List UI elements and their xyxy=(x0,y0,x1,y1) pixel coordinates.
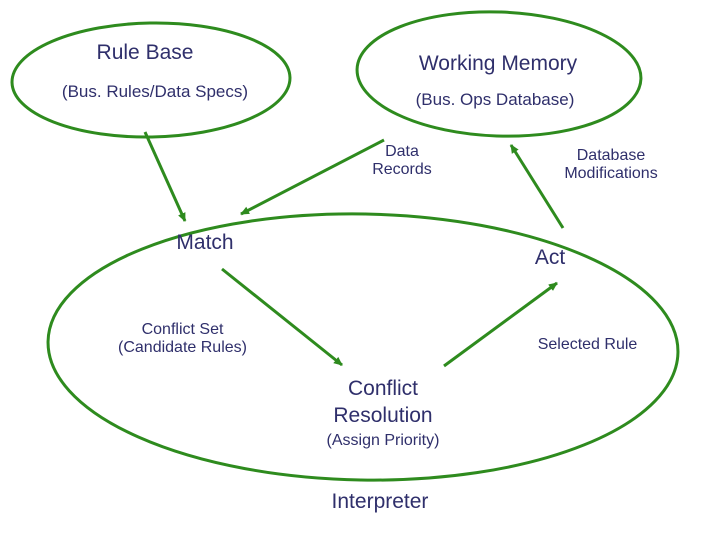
selected-rule-label: Selected Rule xyxy=(537,336,638,353)
conflict-resolution-label: Conflict Resolution xyxy=(313,375,453,430)
interpreter-label: Interpreter xyxy=(331,490,429,513)
working-memory-title: Working Memory xyxy=(418,52,578,75)
data-records-line2: Records xyxy=(372,161,432,179)
arrow-act-to-working-memory xyxy=(509,144,565,229)
working-memory-ellipse xyxy=(355,10,643,138)
act-stage-label: Act xyxy=(534,246,566,269)
conflict-set-label: Conflict Set (Candidate Rules) xyxy=(100,321,265,358)
database-modifications-line2: Modifications xyxy=(564,165,658,183)
arrow-working-memory-to-match xyxy=(240,138,385,216)
interpreter-ellipse xyxy=(46,212,680,482)
match-stage-label: Match xyxy=(176,231,234,254)
data-records-label: Data Records xyxy=(352,143,452,180)
conflict-resolution-line2: Resolution xyxy=(333,404,433,428)
rule-base-title: Rule Base xyxy=(96,41,194,64)
conflict-resolution-line1: Conflict xyxy=(347,377,419,400)
database-modifications-line1: Database xyxy=(576,147,646,164)
arrow-conflict-resolution-to-act xyxy=(443,281,558,368)
data-records-line1: Data xyxy=(385,143,419,160)
rule-base-ellipse xyxy=(10,21,292,139)
conflict-set-line1: Conflict Set xyxy=(141,321,224,338)
conflict-resolution-note: (Assign Priority) xyxy=(326,432,440,449)
arrow-rule-base-to-match xyxy=(143,131,187,222)
conflict-set-line2: (Candidate Rules) xyxy=(118,339,247,357)
arrow-match-to-conflict-resolution xyxy=(221,267,343,367)
working-memory-subtitle: (Bus. Ops Database) xyxy=(415,90,575,109)
rule-base-subtitle: (Bus. Rules/Data Specs) xyxy=(61,82,249,101)
database-modifications-label: Database Modifications xyxy=(551,147,671,184)
